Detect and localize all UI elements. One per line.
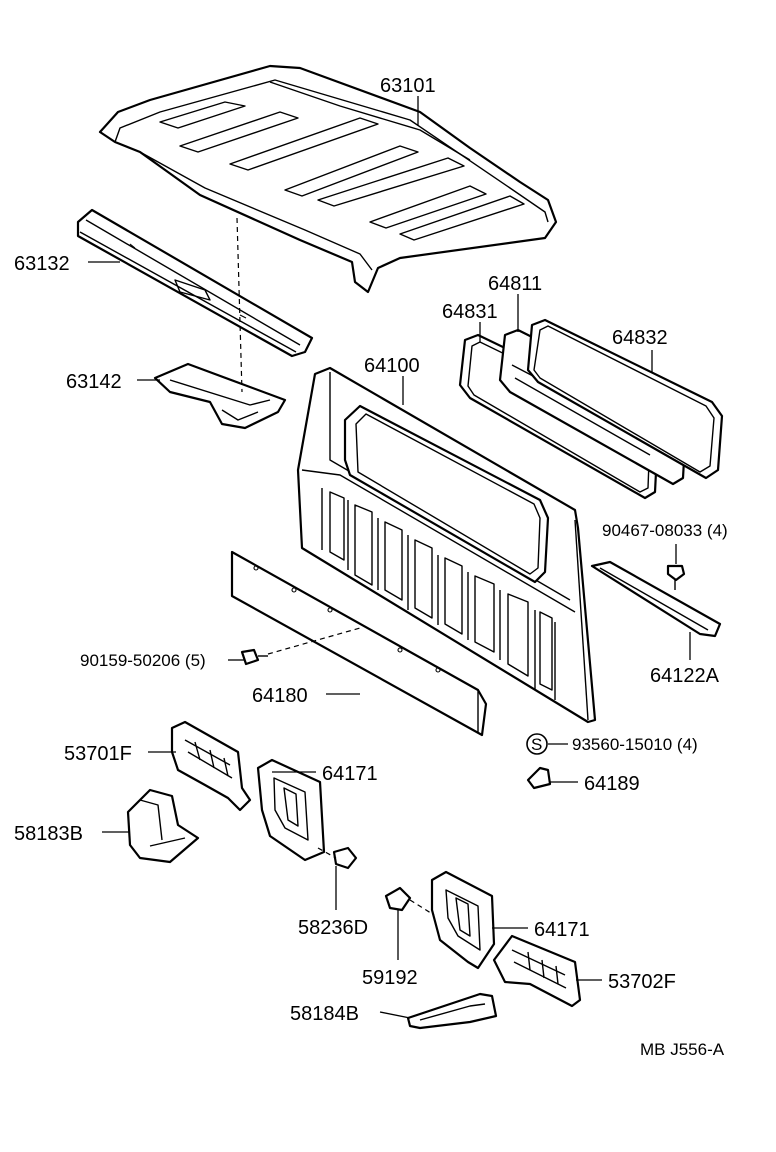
bracket-64171-right bbox=[430, 870, 496, 970]
svg-text:S: S bbox=[531, 735, 542, 754]
diagram-reference-code: MB J556-A bbox=[640, 1040, 725, 1059]
bracket-64171-left bbox=[256, 758, 326, 862]
label-64122a: 64122A bbox=[650, 665, 720, 687]
label-90467: 90467-08033 (4) bbox=[602, 521, 728, 540]
label-93560: 93560-15010 (4) bbox=[572, 735, 698, 754]
label-64189: 64189 bbox=[584, 773, 640, 795]
roof-bracket-63142 bbox=[153, 362, 287, 430]
bracket-58184b bbox=[406, 992, 498, 1030]
label-58183b: 58183B bbox=[14, 823, 83, 845]
bracket-53701f bbox=[170, 720, 252, 812]
roof-panel-63101 bbox=[98, 64, 558, 294]
bolt-90159-icon bbox=[240, 648, 268, 666]
clip-58236d-icon bbox=[332, 846, 358, 870]
label-63101: 63101 bbox=[380, 75, 436, 97]
alignment-line-roof bbox=[236, 217, 243, 393]
clip-59192-icon bbox=[384, 886, 412, 912]
label-64180: 64180 bbox=[252, 685, 308, 707]
label-64832: 64832 bbox=[612, 327, 668, 349]
filler-panel-64180 bbox=[230, 550, 488, 737]
bracket-58183b bbox=[126, 788, 200, 864]
label-53701f: 53701F bbox=[64, 743, 132, 765]
alignment-line-bolt bbox=[267, 627, 361, 655]
label-64811: 64811 bbox=[488, 273, 542, 295]
alignment-line-59192 bbox=[409, 899, 435, 916]
label-64171-right: 64171 bbox=[534, 919, 590, 941]
s-symbol-icon: S bbox=[526, 733, 548, 755]
label-90159: 90159-50206 (5) bbox=[80, 651, 206, 670]
label-58236d: 58236D bbox=[298, 917, 368, 939]
label-64831: 64831 bbox=[442, 301, 498, 323]
weatherstrip-64832 bbox=[526, 318, 724, 480]
bracket-53702f bbox=[492, 934, 582, 1008]
label-63132: 63132 bbox=[14, 253, 70, 275]
label-59192: 59192 bbox=[362, 967, 418, 989]
label-64171-left: 64171 bbox=[322, 763, 378, 785]
bracket-64189 bbox=[526, 766, 552, 790]
roof-header-63132 bbox=[76, 208, 314, 358]
label-58184b: 58184B bbox=[290, 1003, 359, 1025]
alignment-line-clip bbox=[317, 847, 337, 859]
label-64100: 64100 bbox=[364, 355, 420, 377]
back-panel-64100 bbox=[296, 366, 597, 724]
label-53702f: 53702F bbox=[608, 971, 676, 993]
leader-58184b bbox=[379, 1011, 411, 1019]
bolt-90467-icon bbox=[666, 564, 686, 590]
label-63142: 63142 bbox=[66, 371, 122, 393]
reinforcement-64122a bbox=[590, 560, 722, 638]
